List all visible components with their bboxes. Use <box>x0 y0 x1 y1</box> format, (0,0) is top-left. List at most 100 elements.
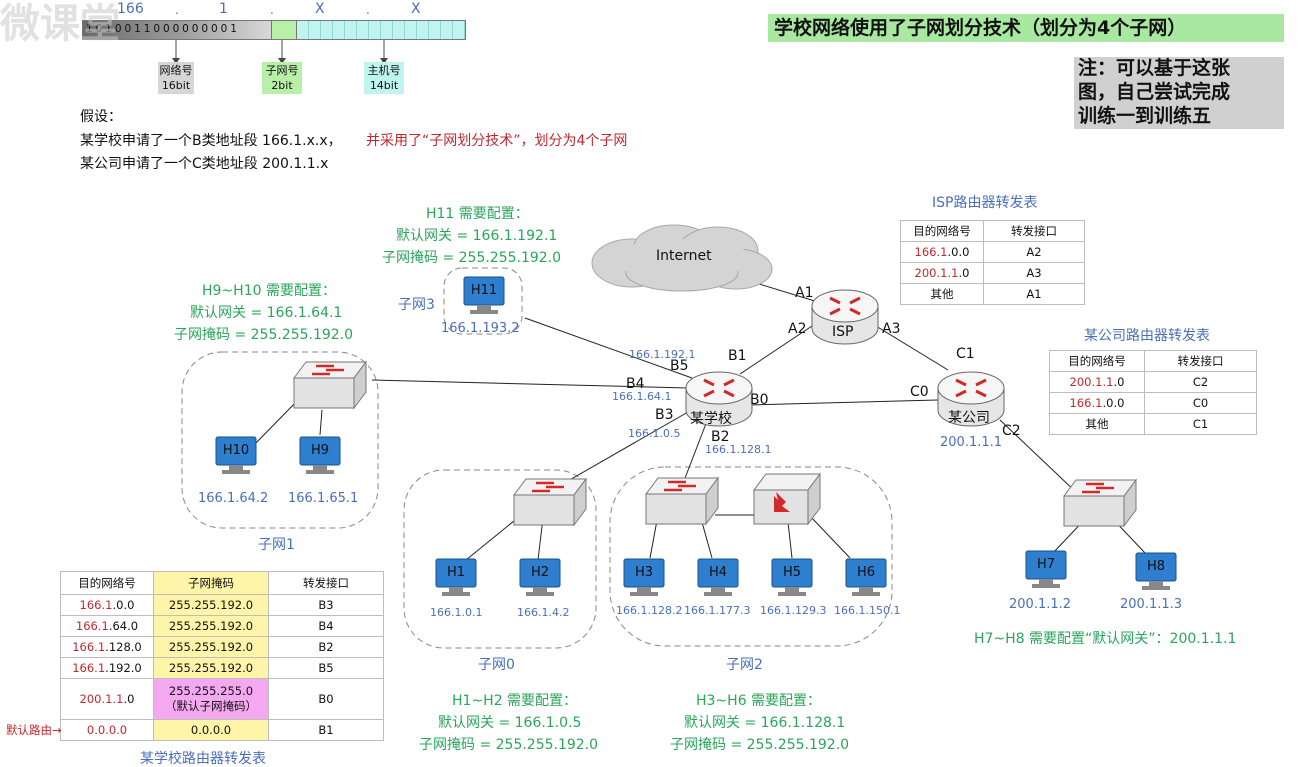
host-h1-ip: 166.1.0.1 <box>430 606 483 619</box>
subnet-label-2: 子网2 <box>726 657 763 673</box>
if-b0: B0 <box>750 392 769 408</box>
company-table-title: 某公司路由器转发表 <box>1084 328 1210 344</box>
note-box: 注：可以基于这张 图，自己尝试完成 训练一到训练五 <box>1074 57 1284 129</box>
bit-cells-host <box>296 20 466 40</box>
subnet3-group <box>443 267 523 335</box>
bit-header-x2: X <box>411 1 421 17</box>
switch-subnet1-icon <box>292 360 368 414</box>
school-table-port: B1 <box>268 719 384 741</box>
assumption-line2: 某公司申请了一个C类地址段 200.1.1.x <box>80 156 329 172</box>
if-b3-ip: 166.1.0.5 <box>628 427 681 440</box>
school-table-net: 166.1.128.0 <box>60 636 154 658</box>
host-h3-ip: 166.1.128.2 <box>616 604 683 617</box>
isp-table-header: 转发接口 <box>983 220 1085 242</box>
company-table-port: C0 <box>1144 392 1257 414</box>
host-h5-ip: 166.1.129.3 <box>760 604 827 617</box>
host-h8-ip: 200.1.1.3 <box>1120 597 1183 612</box>
watermark: 微课堂 <box>0 1 120 47</box>
switch-subnet2a-icon <box>644 476 720 530</box>
isp-table-port: A2 <box>983 241 1085 263</box>
config-h3h6-gw: 默认网关 = 166.1.128.1 <box>684 715 846 731</box>
config-h1h2-title: H1~H2 需要配置： <box>452 693 578 709</box>
host-h2-ip: 166.1.4.2 <box>517 606 570 619</box>
isp-table-port: A3 <box>983 262 1085 284</box>
school-table-mask: 255.255.192.0 <box>153 657 269 679</box>
if-b4: B4 <box>626 376 645 392</box>
company-table-header: 转发接口 <box>1144 350 1257 372</box>
isp-table-title: ISP路由器转发表 <box>932 195 1038 211</box>
school-table-net: 166.1.0.0 <box>60 594 154 616</box>
host-h3: H3 <box>622 558 666 598</box>
company-table-net: 200.1.1.0 <box>1049 371 1145 393</box>
if-b2-ip: 166.1.128.1 <box>705 443 772 456</box>
school-table-net: 0.0.0.0 <box>60 719 154 741</box>
if-c0: C0 <box>910 384 929 400</box>
if-a3: A3 <box>882 321 901 337</box>
host-h10-ip: 166.1.64.2 <box>198 491 269 506</box>
internet-label: Internet <box>656 248 712 264</box>
bit-layout: 166 . 1 . X . X 1 0 1 0 0 1 1 0 0 0 0 0 … <box>0 0 470 100</box>
host-h9-ip: 166.1.65.1 <box>288 491 359 506</box>
school-table-net: 166.1.192.0 <box>60 657 154 679</box>
bit-label-subnet: 子网号 2bit <box>262 62 302 94</box>
subnet1-group <box>181 351 379 529</box>
host-h10: H10 <box>214 436 258 476</box>
isp-table-header: 目的网络号 <box>900 220 984 242</box>
school-table-mask: 0.0.0.0 <box>153 719 269 741</box>
assumption-line1-a: 某学校申请了一个B类地址段 166.1.x.x， <box>80 133 342 149</box>
school-table-port: B2 <box>268 636 384 658</box>
host-h6: H6 <box>844 558 888 598</box>
config-h3h6-title: H3~H6 需要配置： <box>696 693 822 709</box>
host-h9: H9 <box>298 436 342 476</box>
config-h3h6-mask: 子网掩码 = 255.255.192.0 <box>670 737 850 753</box>
company-ip: 200.1.1.1 <box>940 435 1003 450</box>
school-table-net: 200.1.1.0 <box>60 678 154 720</box>
switch-company-icon <box>1062 478 1138 532</box>
host-h6-ip: 166.1.150.1 <box>834 604 901 617</box>
school-table-header: 目的网络号 <box>60 571 154 595</box>
company-table-net: 其他 <box>1049 413 1145 435</box>
bit-label-network: 网络号 16bit <box>158 62 194 94</box>
hub-subnet2b-icon <box>752 472 822 528</box>
host-h2: H2 <box>518 558 562 598</box>
bit-header-dot2: . <box>270 3 274 17</box>
school-label: 某学校 <box>690 411 732 427</box>
if-b3: B3 <box>655 407 674 423</box>
subnet-label-3: 子网3 <box>398 297 435 313</box>
school-table-port: B3 <box>268 594 384 616</box>
default-route-label: 默认路由→ <box>6 723 62 737</box>
host-h5: H5 <box>770 558 814 598</box>
isp-table-net: 166.1.0.0 <box>900 241 984 263</box>
if-c1: C1 <box>956 346 975 362</box>
school-table-header: 转发接口 <box>268 571 384 595</box>
school-table-mask: 255.255.192.0 <box>153 636 269 658</box>
config-h7h8: H7~H8 需要配置“默认网关”：200.1.1.1 <box>974 631 1237 647</box>
isp-table-net: 200.1.1.0 <box>900 262 984 284</box>
subnet-label-0: 子网0 <box>478 657 515 673</box>
host-h7: H7 <box>1024 550 1068 590</box>
school-table-port: B5 <box>268 657 384 679</box>
internet-cloud-icon <box>591 224 773 292</box>
school-table-title: 某学校路由器转发表 <box>140 751 266 767</box>
config-h11-gw: 默认网关 = 166.1.192.1 <box>396 228 558 244</box>
host-h8: H8 <box>1134 552 1178 592</box>
config-h9h10-title: H9~H10 需要配置： <box>202 283 336 299</box>
school-table-mask: 255.255.192.0 <box>153 594 269 616</box>
isp-label: ISP <box>832 324 854 340</box>
company-table-net: 166.1.0.0 <box>1049 392 1145 414</box>
bit-header-x1: X <box>315 1 325 17</box>
school-table-header: 子网掩码 <box>153 571 269 595</box>
company-label: 某公司 <box>948 410 990 426</box>
isp-table-port: A1 <box>983 283 1085 305</box>
host-h11: H11 <box>462 276 506 316</box>
host-h11-ip: 166.1.193.2 <box>441 321 520 336</box>
if-b5-ip: 166.1.192.1 <box>629 348 696 361</box>
page-title: 学校网络使用了子网划分技术（划分为4个子网） <box>774 17 1187 39</box>
company-table-port: C1 <box>1144 413 1257 435</box>
assumption-line1-b: 并采用了“子网划分技术”，划分为4个子网 <box>366 133 628 149</box>
page-title-box: 学校网络使用了子网划分技术（划分为4个子网） <box>768 14 1284 42</box>
school-table: 目的网络号 子网掩码 转发接口 166.1.0.0 255.255.192.0 … <box>60 571 384 741</box>
school-table-net: 166.1.64.0 <box>60 615 154 637</box>
